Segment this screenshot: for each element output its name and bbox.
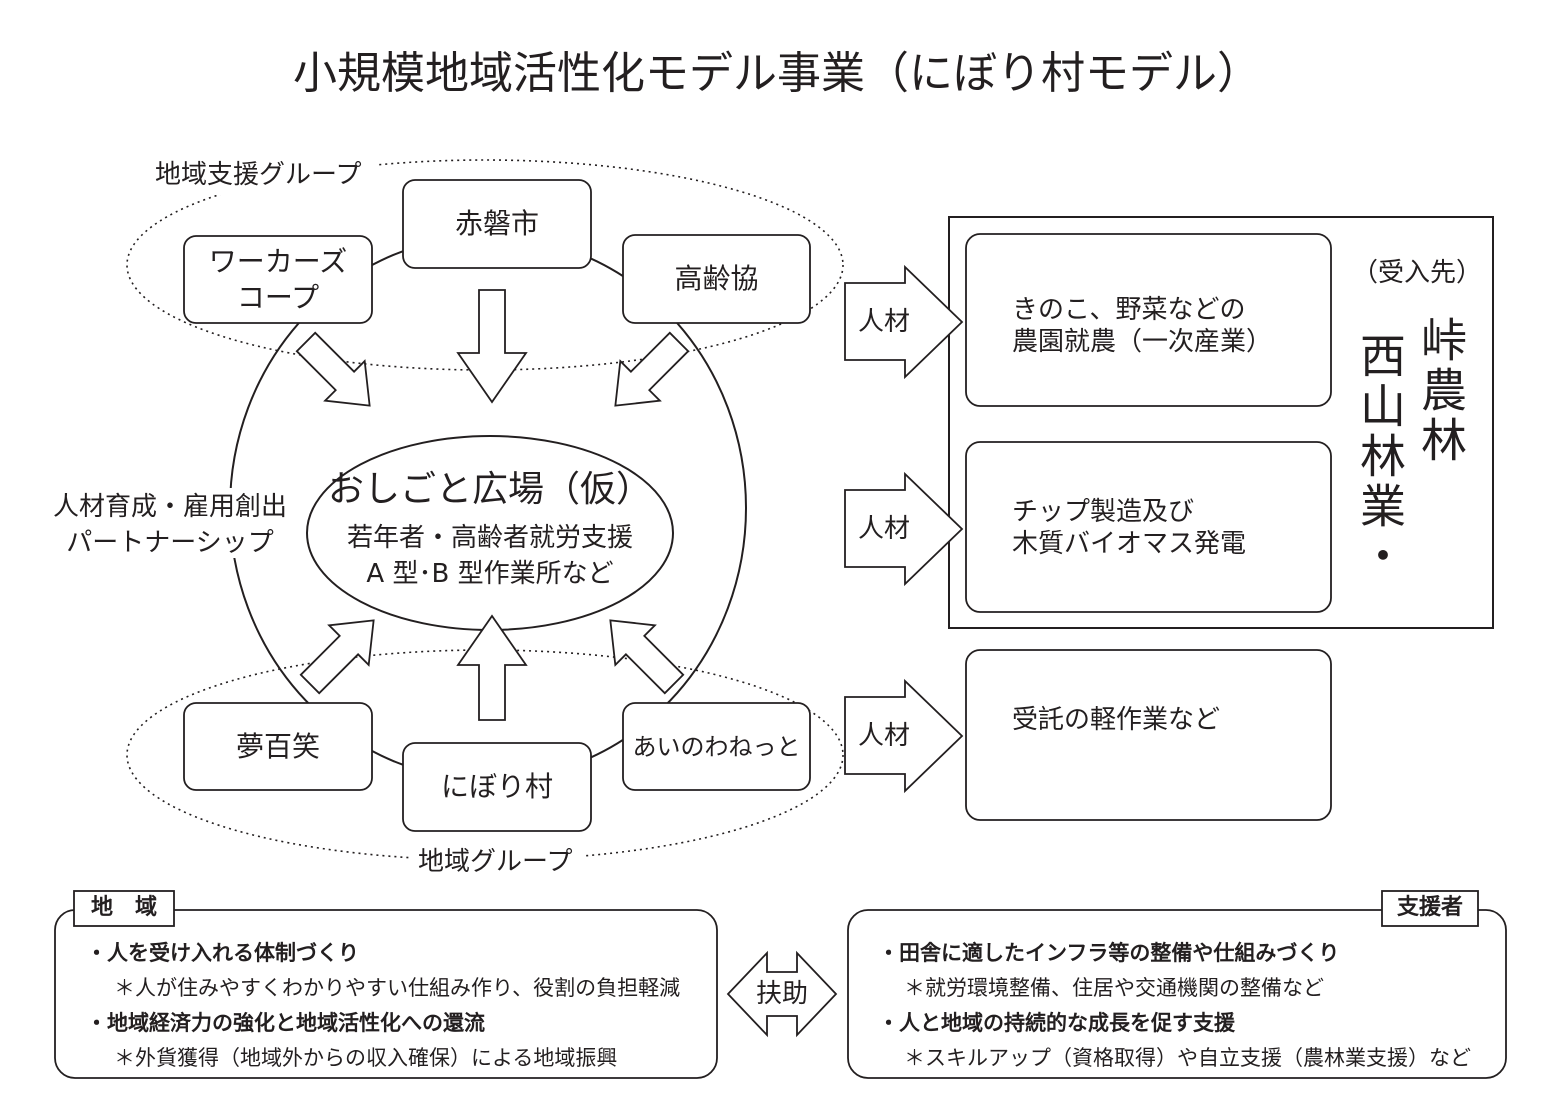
node-niborimura-label: にぼり村 bbox=[403, 743, 591, 831]
node-akaiwa-label: 赤磐市 bbox=[403, 180, 591, 268]
node-akaiwa-text: 赤磐市 bbox=[454, 207, 539, 240]
arrow-koreikyo bbox=[614, 331, 690, 407]
support-group-label: 地域支援グループ bbox=[155, 160, 362, 190]
support-item-1-note: ＊就労環境整備、住居や交通機関の整備など bbox=[904, 976, 1324, 1000]
partnership-line1: 人材育成・雇用創出 bbox=[52, 492, 287, 522]
region-panel bbox=[54, 909, 718, 1079]
node-niborimura-text: にぼり村 bbox=[440, 770, 553, 803]
center-title: おしごと広場（仮） bbox=[327, 469, 652, 510]
dest-box-chip bbox=[965, 441, 1332, 613]
node-yumehyakusho-label: 夢百笑 bbox=[184, 703, 372, 790]
support-item-2-note: ＊スキルアップ（資格取得）や自立支援（農林業支援）など bbox=[904, 1046, 1471, 1070]
region-header-box bbox=[73, 890, 175, 927]
arrow-yumehyakusho bbox=[299, 619, 375, 695]
flow-label-2: 人材 bbox=[858, 514, 911, 544]
dest-box-farm bbox=[965, 233, 1332, 407]
node-workers-coop-label: ワーカーズ コープ bbox=[184, 236, 372, 323]
arrow-up-niborimura bbox=[456, 614, 528, 721]
flow-label-1: 人材 bbox=[858, 307, 911, 337]
region-item-1: ・人を受け入れる体制づくり bbox=[86, 941, 359, 965]
center-line1: 若年者・高齢者就労支援 bbox=[346, 523, 633, 553]
node-koreikyo bbox=[622, 234, 811, 324]
page-title: 小規模地域活性化モデル事業（にぼり村モデル） bbox=[293, 48, 1261, 99]
node-workers-coop bbox=[183, 235, 373, 324]
node-niborimura bbox=[402, 742, 592, 832]
node-yumehyakusho-text: 夢百笑 bbox=[235, 729, 320, 763]
node-yumehyakusho bbox=[183, 702, 373, 791]
node-ainowanet-label: あいのわねっと bbox=[623, 703, 810, 790]
destination-frame bbox=[948, 216, 1494, 629]
support-item-2: ・人と地域の持続的な成長を促す支援 bbox=[878, 1011, 1235, 1035]
mutual-aid-arrow bbox=[726, 950, 838, 1038]
node-koreikyo-text: 高齢協 bbox=[674, 262, 759, 295]
dest-chip-line2: 木質バイオマス発電 bbox=[1012, 529, 1247, 559]
arrow-down-akaiwa bbox=[456, 289, 528, 404]
node-ainowanet bbox=[622, 702, 811, 791]
dest-light-work-line1: 受託の軽作業など bbox=[1012, 705, 1221, 735]
flow-arrow-1 bbox=[844, 264, 964, 380]
node-workers-line2: コープ bbox=[236, 280, 320, 314]
support-item-1: ・田舎に適したインフラ等の整備や仕組みづくり bbox=[878, 941, 1340, 965]
flow-arrow-2 bbox=[844, 471, 964, 587]
dest-box-light-work bbox=[965, 649, 1332, 821]
local-group-label: 地域グループ bbox=[418, 847, 573, 877]
node-koreikyo-label: 高齢協 bbox=[623, 235, 810, 323]
mutual-aid-label: 扶助 bbox=[755, 979, 808, 1009]
destination-caption: （受入先） bbox=[1352, 258, 1483, 288]
flow-label-3: 人材 bbox=[858, 721, 911, 751]
support-header: 支援者 bbox=[1396, 895, 1463, 920]
region-item-2-note: ＊外貨獲得（地域外からの収入確保）による地域振興 bbox=[114, 1046, 618, 1070]
node-workers-line1: ワーカーズ bbox=[208, 244, 348, 278]
center-line2: A 型･B 型作業所など bbox=[366, 559, 614, 589]
destination-name-col1: 峠農林 bbox=[1414, 316, 1468, 466]
dest-farm-line1: きのこ、野菜などの bbox=[1012, 295, 1246, 325]
support-header-box bbox=[1381, 890, 1479, 927]
arrow-ainowanet bbox=[609, 619, 685, 695]
support-group-label-bg bbox=[148, 155, 376, 195]
partnership-line2: パートナーシップ bbox=[66, 528, 274, 558]
node-ainowanet-text: あいのわねっと bbox=[632, 732, 801, 761]
arrow-workers-coop bbox=[295, 331, 371, 407]
local-group-label-bg bbox=[410, 845, 585, 881]
node-akaiwa bbox=[402, 179, 592, 269]
flow-arrow-3 bbox=[844, 678, 964, 794]
destination-name-col2: 西山林業・ bbox=[1353, 332, 1407, 582]
dest-farm-line2: 農園就農（一次産業） bbox=[1012, 327, 1273, 357]
region-item-1-note: ＊人が住みやすくわかりやすい仕組み作り、役割の負担軽減 bbox=[114, 976, 681, 1000]
region-item-2: ・地域経済力の強化と地域活性化への還流 bbox=[86, 1011, 485, 1035]
partnership-label-bg bbox=[50, 488, 290, 558]
dest-chip-line1: チップ製造及び bbox=[1012, 497, 1195, 527]
support-panel bbox=[847, 909, 1507, 1079]
region-header: 地 域 bbox=[90, 895, 157, 920]
